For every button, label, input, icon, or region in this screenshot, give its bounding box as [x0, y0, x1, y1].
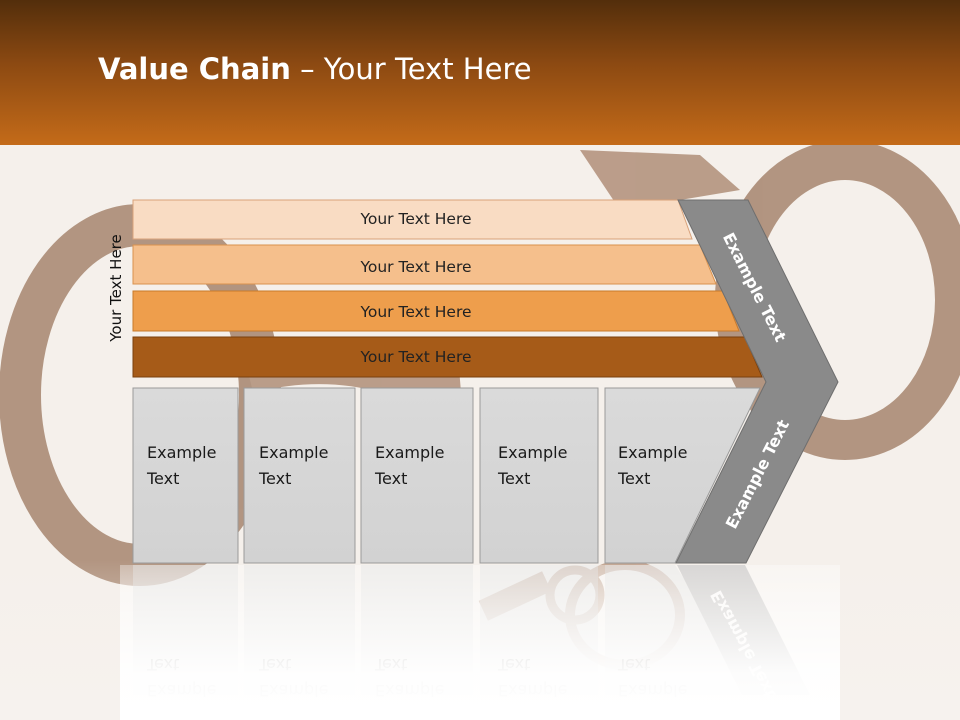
title-rest: – Your Text Here: [290, 52, 532, 86]
header-band: [0, 0, 960, 145]
box-5-line1: Example: [618, 443, 687, 462]
box-4: [479, 387, 599, 564]
bar-3-label: Your Text Here: [359, 303, 471, 321]
bar-2-label: Your Text Here: [359, 258, 471, 276]
bar-3: [132, 290, 740, 332]
bar-1-label: Your Text Here: [359, 210, 471, 228]
box-2-line2: Text: [258, 469, 291, 488]
slide-title: Value Chain – Your Text Here: [98, 52, 532, 86]
bar-4-label: Your Text Here: [359, 348, 471, 366]
box-4-line2: Text: [497, 469, 530, 488]
box-5-line2: Text: [617, 469, 650, 488]
box-3-line2: Text: [374, 469, 407, 488]
bar-2: [132, 244, 717, 285]
bar-1: [132, 199, 693, 240]
reflection-fade: [120, 565, 840, 720]
box-2-line1: Example: [259, 443, 328, 462]
box-1-line2: Text: [146, 469, 179, 488]
box-3: [360, 387, 474, 564]
box-2: [243, 387, 356, 564]
bar-4: [132, 336, 763, 378]
box-1-line1: Example: [147, 443, 216, 462]
title-bold: Value Chain: [98, 52, 291, 86]
box-3-line1: Example: [375, 443, 444, 462]
box-5: [604, 387, 761, 564]
box-1: [132, 387, 239, 564]
chevron-arrow: [675, 199, 839, 564]
box-4-line1: Example: [498, 443, 567, 462]
